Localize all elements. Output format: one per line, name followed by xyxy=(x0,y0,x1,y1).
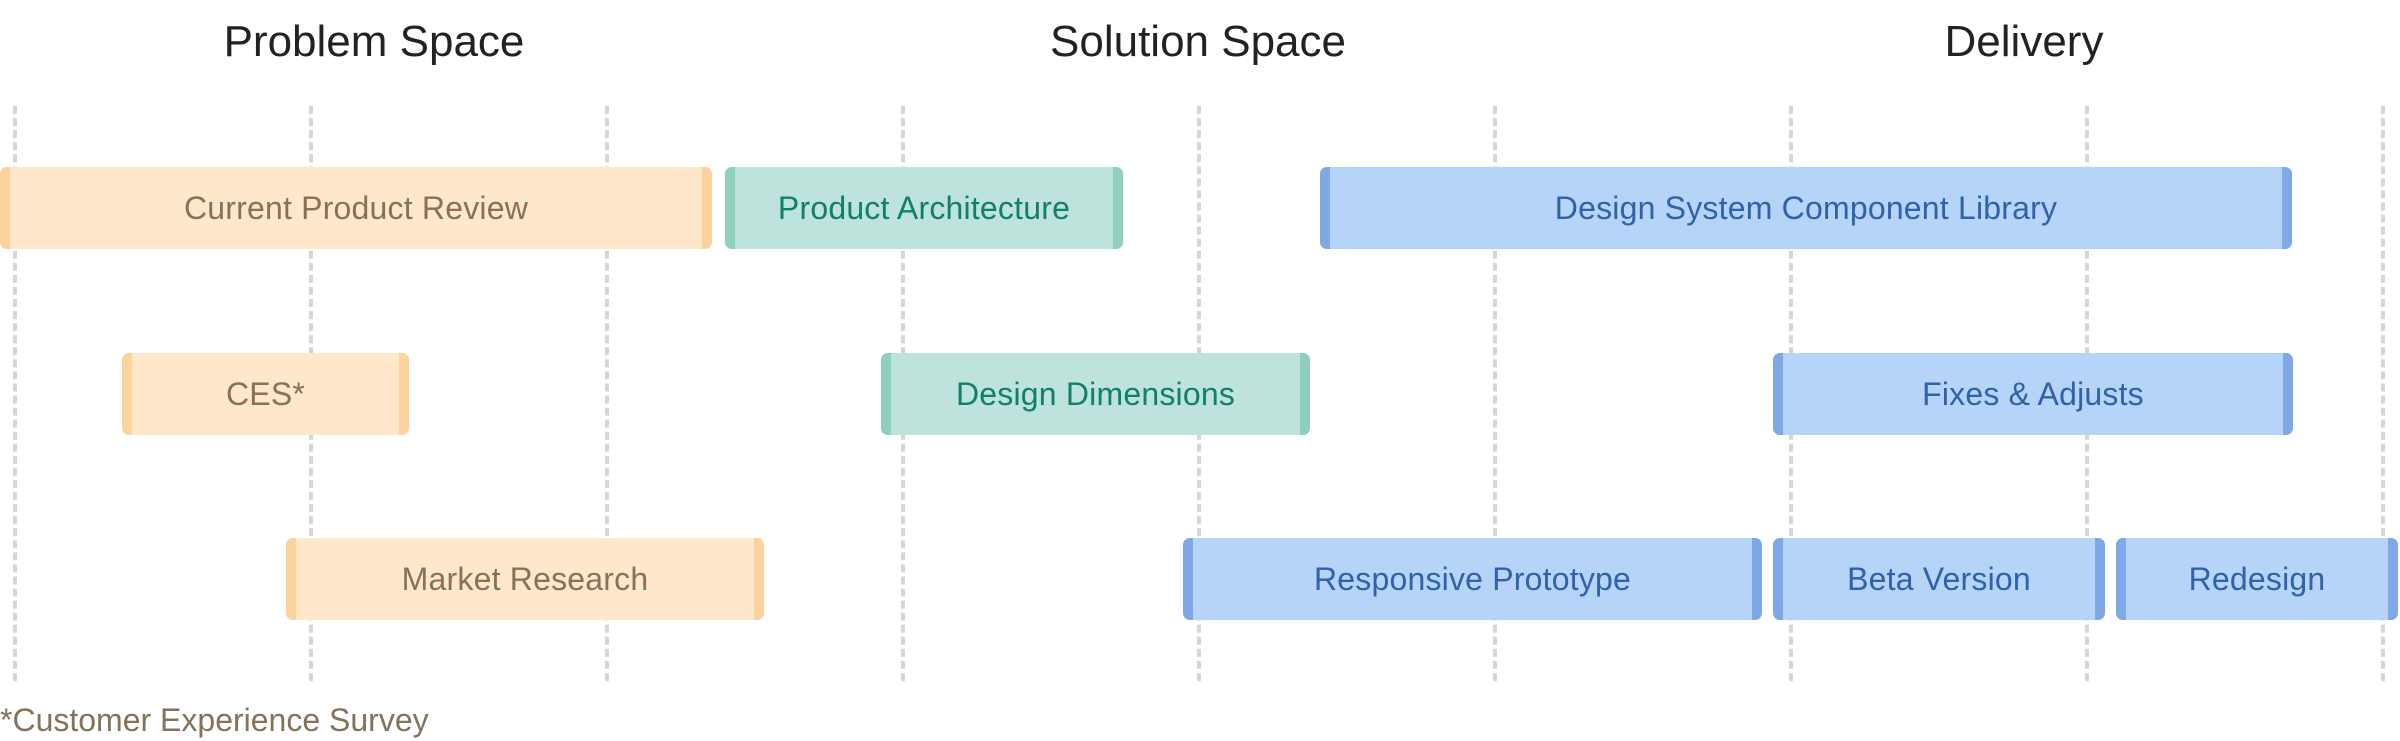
footnote: *Customer Experience Survey xyxy=(0,702,429,738)
bar-cap xyxy=(286,538,296,620)
header-problem-space: Problem Space xyxy=(223,17,525,66)
bar-cap xyxy=(0,167,10,249)
bar-label: Market Research xyxy=(401,560,649,597)
bar-cap xyxy=(1183,538,1193,620)
bar-label: Responsive Prototype xyxy=(1313,560,1632,597)
bar-cap xyxy=(2283,353,2293,435)
bar-cap xyxy=(1320,167,1330,249)
bar-cap xyxy=(1300,353,1310,435)
bar-beta-version[interactable]: Beta Version xyxy=(1773,538,2105,620)
bar-cap xyxy=(2388,538,2398,620)
bar-label: CES* xyxy=(225,375,306,412)
bar-cap xyxy=(122,353,132,435)
bar-cap xyxy=(1113,167,1123,249)
gridline xyxy=(605,106,609,681)
bar-cap xyxy=(1773,353,1783,435)
bar-design-dimensions[interactable]: Design Dimensions xyxy=(881,353,1310,435)
bar-product-architecture[interactable]: Product Architecture xyxy=(725,167,1123,249)
bar-label: Redesign xyxy=(2188,560,2326,597)
bar-redesign[interactable]: Redesign xyxy=(2116,538,2398,620)
bar-label: Beta Version xyxy=(1847,560,2031,597)
bar-cap xyxy=(754,538,764,620)
bar-label: Design System Component Library xyxy=(1554,189,2058,226)
bar-cap xyxy=(2116,538,2126,620)
bar-cap xyxy=(725,167,735,249)
header-delivery: Delivery xyxy=(1944,17,2104,66)
bar-cap xyxy=(1773,538,1783,620)
bar-market-research[interactable]: Market Research xyxy=(286,538,764,620)
bar-cap xyxy=(2282,167,2292,249)
gridline xyxy=(1493,106,1497,681)
gridline xyxy=(2381,106,2385,681)
bar-cap xyxy=(881,353,891,435)
bar-ces[interactable]: CES* xyxy=(122,353,409,435)
bar-cap xyxy=(399,353,409,435)
bar-label: Fixes & Adjusts xyxy=(1922,375,2144,412)
bar-cap xyxy=(2095,538,2105,620)
bar-current-product-review[interactable]: Current Product Review xyxy=(0,167,712,249)
bar-cap xyxy=(702,167,712,249)
bar-cap xyxy=(1752,538,1762,620)
bar-fixes-adjusts[interactable]: Fixes & Adjusts xyxy=(1773,353,2293,435)
gridline xyxy=(13,106,17,681)
bar-label: Design Dimensions xyxy=(955,375,1236,412)
bar-label: Product Architecture xyxy=(777,189,1071,226)
bar-label: Current Product Review xyxy=(183,189,529,226)
bar-responsive-prototype[interactable]: Responsive Prototype xyxy=(1183,538,1762,620)
header-solution-space: Solution Space xyxy=(1050,17,1346,66)
bar-design-system-component-library[interactable]: Design System Component Library xyxy=(1320,167,2292,249)
